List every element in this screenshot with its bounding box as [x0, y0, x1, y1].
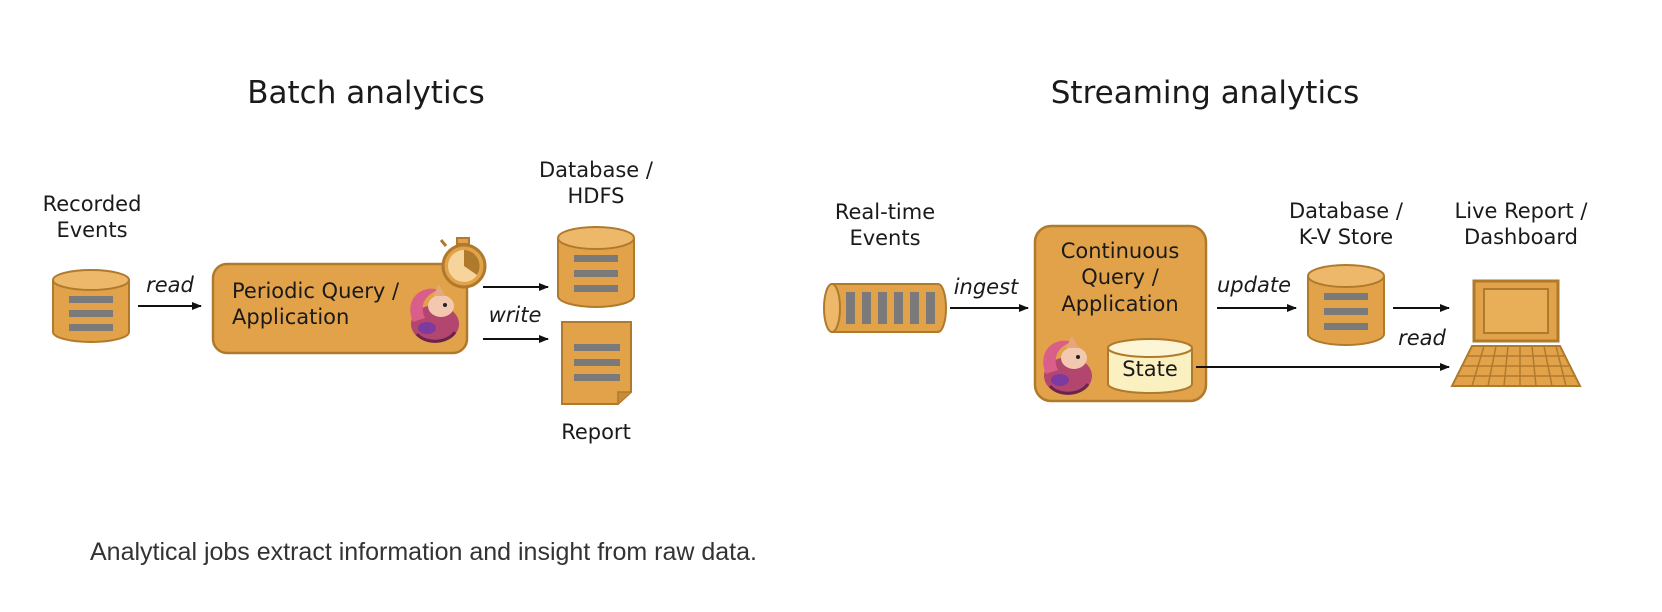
dashboard-label-line2: Dashboard — [1464, 225, 1578, 250]
laptop-icon — [1450, 279, 1582, 387]
periodic-query-label-line1: Periodic Query / — [232, 279, 400, 303]
batch-title: Batch analytics — [247, 75, 485, 111]
realtime-events-label-line1: Real-time — [834, 200, 936, 224]
continuous-query-label-line3: Application — [1061, 291, 1179, 316]
hdfs-database-label: Database / HDFS — [521, 157, 671, 210]
periodic-query-label-line2: Application — [232, 305, 350, 330]
write-label: write — [488, 303, 542, 327]
recorded-events-label-line2: Events — [56, 218, 128, 243]
periodic-query-label: Periodic Query / Application — [232, 278, 399, 331]
continuous-query-label-line2: Query / — [1081, 265, 1159, 290]
event-log-icon — [823, 283, 947, 333]
dashboard-label-line1: Live Report / — [1454, 199, 1588, 223]
state-store-icon — [1107, 338, 1193, 394]
hdfs-database-label-line2: HDFS — [567, 184, 625, 209]
read-label: read — [146, 273, 194, 297]
continuous-query-label-line1: Continuous — [1060, 239, 1180, 263]
continuous-query-label: Continuous Query / Application — [1040, 238, 1200, 317]
caption-text: Analytical jobs extract information and … — [90, 538, 757, 566]
streaming-title: Streaming analytics — [1050, 75, 1360, 111]
realtime-events-label-line2: Events — [849, 226, 921, 251]
hdfs-database-icon — [557, 226, 635, 308]
ingest-label: ingest — [953, 275, 1019, 299]
kv-store-label: Database / K-V Store — [1270, 198, 1422, 251]
recorded-events-database-icon — [52, 269, 130, 343]
update-label: update — [1217, 273, 1291, 297]
report-document-icon — [561, 321, 632, 405]
stopwatch-icon — [439, 237, 487, 289]
kv-store-database-icon — [1307, 264, 1385, 346]
dashboard-label: Live Report / Dashboard — [1436, 198, 1606, 251]
report-label: Report — [561, 420, 631, 444]
state-label: State — [1122, 357, 1178, 381]
recorded-events-label: Recorded Events — [22, 191, 162, 244]
kv-store-label-line2: K-V Store — [1298, 225, 1394, 250]
recorded-events-label-line1: Recorded — [42, 192, 142, 216]
realtime-events-label: Real-time Events — [815, 199, 955, 252]
hdfs-database-label-line1: Database / — [539, 158, 653, 182]
kv-store-label-line1: Database / — [1289, 199, 1403, 223]
read-label-dashboard: read — [1398, 326, 1446, 350]
periodic-query-box — [211, 262, 469, 355]
